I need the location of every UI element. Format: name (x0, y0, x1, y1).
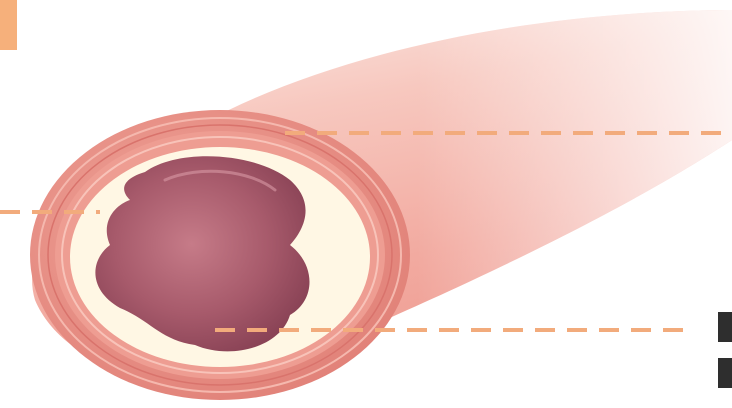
label-marker-bottom (718, 358, 732, 388)
vessel-cross-section (30, 110, 410, 400)
label-marker-top (718, 312, 732, 342)
label-tab (0, 0, 17, 50)
